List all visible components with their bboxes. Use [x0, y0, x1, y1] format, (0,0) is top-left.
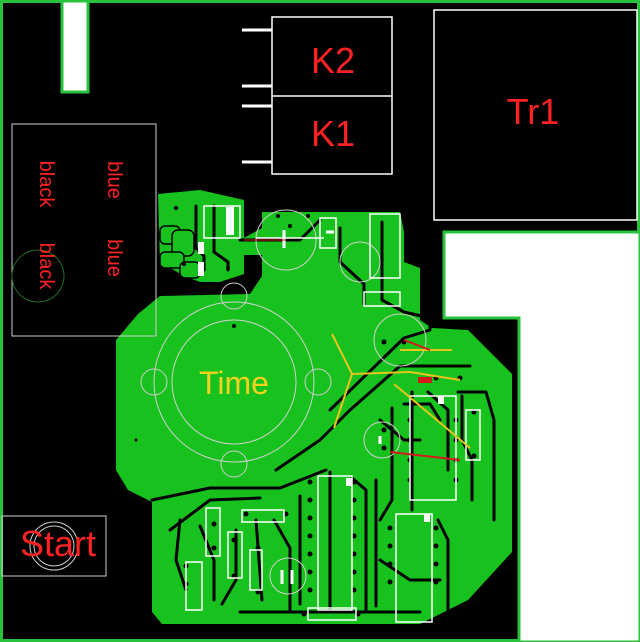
diode-marks — [198, 207, 444, 522]
start-button-label: Start — [20, 523, 96, 564]
solder-pads — [159, 225, 201, 279]
transformer-outline — [433, 9, 638, 221]
knob-outline — [153, 301, 315, 463]
component-pads — [134, 206, 477, 617]
connector-outline — [11, 123, 157, 337]
wire-label-black-upper: black — [35, 161, 57, 209]
transformer-label: Tr1 — [507, 91, 560, 132]
relay-k1-label: K1 — [311, 113, 355, 154]
mounting-slot — [60, 0, 90, 94]
airwires — [244, 239, 471, 461]
wire-label-blue-lower: blue — [103, 239, 125, 277]
start-button-outline — [1, 515, 107, 577]
time-knob-label: Time — [199, 365, 269, 401]
wire-label-black-lower: black — [35, 243, 57, 291]
silkscreen — [1, 9, 638, 623]
relay-k2-label: K2 — [311, 40, 355, 81]
wire-label-blue-upper: blue — [103, 161, 125, 199]
